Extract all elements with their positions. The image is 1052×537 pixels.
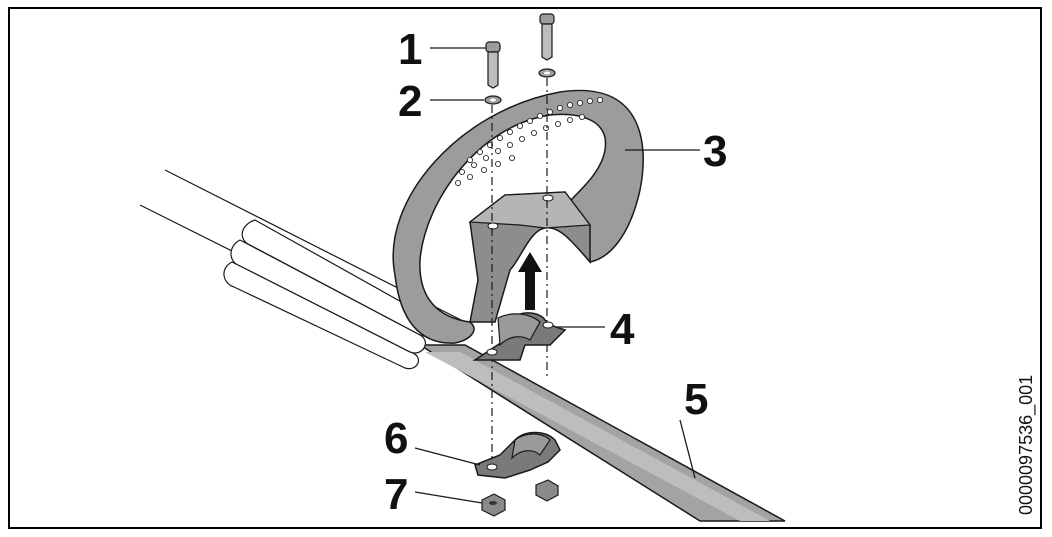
loop-handle bbox=[392, 89, 644, 344]
callout-3: 3 bbox=[703, 127, 728, 176]
shaft bbox=[139, 169, 786, 522]
lower-clamp bbox=[474, 431, 561, 479]
callout-5: 5 bbox=[684, 375, 709, 424]
cable-bundle bbox=[223, 219, 435, 370]
nuts bbox=[481, 479, 559, 517]
screws bbox=[485, 13, 555, 89]
leader-lines bbox=[414, 47, 700, 504]
callout-7: 7 bbox=[384, 470, 409, 519]
callout-2: 2 bbox=[398, 77, 423, 126]
callout-4: 4 bbox=[610, 305, 635, 354]
up-arrow bbox=[518, 252, 542, 310]
figure-id: 0000097536_001 bbox=[1016, 374, 1036, 515]
callout-1: 1 bbox=[398, 25, 423, 74]
washers bbox=[484, 68, 556, 105]
upper-clamp bbox=[472, 312, 567, 361]
callout-6: 6 bbox=[384, 414, 409, 463]
